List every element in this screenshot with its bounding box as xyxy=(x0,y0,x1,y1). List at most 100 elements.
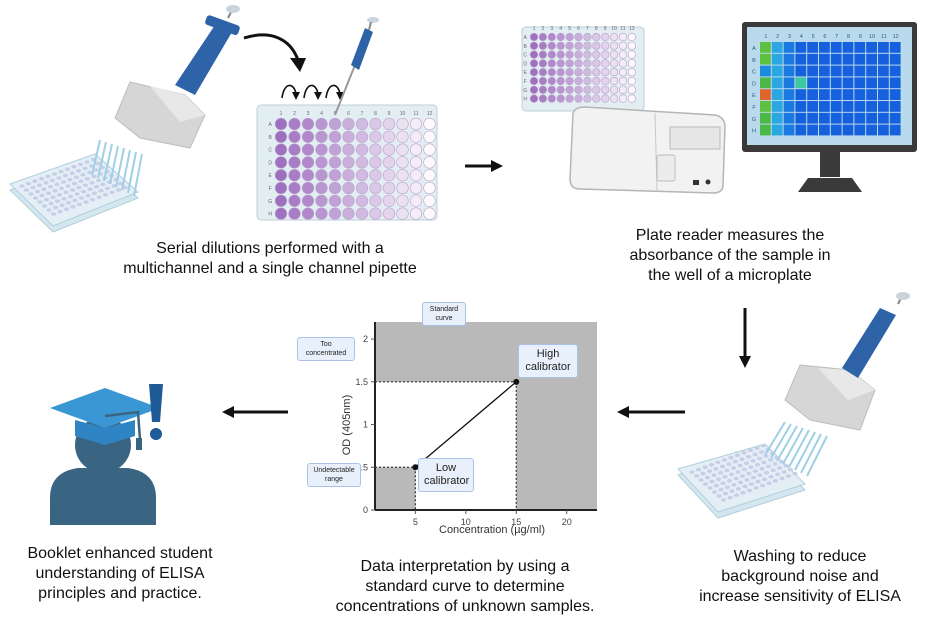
plate-well xyxy=(409,181,423,195)
plate-well xyxy=(592,41,601,50)
plate-well xyxy=(592,59,601,68)
plate-well xyxy=(49,178,56,183)
plate-well xyxy=(601,68,610,77)
plate-well xyxy=(715,477,722,481)
heatmap-cell xyxy=(795,77,807,89)
plate-well xyxy=(91,174,97,179)
plate-well xyxy=(707,486,713,490)
plate-well xyxy=(423,117,436,131)
plate-well xyxy=(708,463,715,467)
heatmap-column-label: 7 xyxy=(835,34,838,40)
plate-well xyxy=(547,32,556,42)
heatmap-column-label: 10 xyxy=(869,34,875,40)
plate-well xyxy=(767,458,774,462)
plate-well xyxy=(722,491,729,496)
plate-well xyxy=(547,59,556,68)
heatmap-cell xyxy=(819,112,830,124)
plate-well xyxy=(574,32,583,42)
heatmap-cell xyxy=(830,42,842,53)
plate-well xyxy=(756,456,763,461)
too-concentrated-label: Too concentrated xyxy=(297,337,355,361)
heatmap-cell xyxy=(830,112,842,124)
plate-well xyxy=(627,68,636,77)
plate-well xyxy=(328,130,342,143)
plate-well xyxy=(89,197,96,202)
heatmap-cell xyxy=(807,65,818,77)
plate-well xyxy=(556,68,565,77)
plate-well xyxy=(58,186,65,191)
plate-well xyxy=(538,41,548,50)
heatmap-cell xyxy=(760,53,771,65)
heatmap-row-label: F xyxy=(752,105,756,111)
plate-well xyxy=(25,181,32,186)
plate-well xyxy=(80,173,86,177)
high-calibrator-label: High calibrator xyxy=(518,344,578,378)
plate-well xyxy=(739,457,745,461)
plate-well xyxy=(423,130,436,143)
heatmap-cell xyxy=(795,42,807,53)
plate-well xyxy=(618,32,628,42)
plate-well xyxy=(342,143,355,156)
plate-well xyxy=(382,181,396,195)
y-tick-label: 0.5 xyxy=(355,462,368,472)
serial-dilution-caption: Serial dilutions performed with a multic… xyxy=(90,239,450,279)
plate-column-label: 4 xyxy=(320,111,323,117)
plate-well xyxy=(713,467,719,471)
heatmap-cell xyxy=(771,101,783,112)
plate-well xyxy=(583,68,592,77)
heatmap-cell xyxy=(807,112,818,124)
heatmap-cell xyxy=(783,42,795,53)
plate-column-label: 1 xyxy=(533,26,536,32)
plate-well xyxy=(274,194,288,207)
plate-well xyxy=(288,169,301,182)
x-tick-label: 20 xyxy=(562,517,572,527)
heatmap-cell xyxy=(771,77,783,89)
y-tick-label: 1 xyxy=(363,420,368,430)
plate-row-label: C xyxy=(268,148,272,154)
plate-well xyxy=(547,68,556,77)
plate-well xyxy=(770,468,776,473)
heatmap-column-label: 3 xyxy=(788,34,791,40)
plate-well xyxy=(700,471,706,476)
heatmap-cell xyxy=(795,89,807,100)
plate-well xyxy=(409,130,423,143)
plate-well xyxy=(72,198,78,203)
plate-well xyxy=(78,179,84,183)
plate-well xyxy=(529,41,539,50)
plate-well xyxy=(609,68,619,77)
plate-well xyxy=(409,143,423,156)
heatmap-cell xyxy=(819,77,830,89)
heatmap-cell xyxy=(878,65,889,77)
plate-well xyxy=(60,180,67,184)
plate-well xyxy=(355,143,369,156)
heatmap-cell xyxy=(760,65,771,77)
plate-well xyxy=(274,143,288,156)
plate-well xyxy=(59,203,65,207)
heatmap-cell xyxy=(760,89,771,100)
plate-well xyxy=(565,50,574,59)
plate-well xyxy=(618,68,628,77)
plate-well xyxy=(737,463,743,468)
heatmap-cell xyxy=(854,77,866,89)
plate-well xyxy=(601,94,610,103)
heatmap-cell xyxy=(889,53,901,65)
heatmap-cell xyxy=(783,77,795,89)
heatmap-cell xyxy=(795,53,807,65)
heatmap-cell xyxy=(795,65,807,77)
plate-row-label: F xyxy=(524,79,527,85)
calibrator-point xyxy=(513,378,520,385)
heatmap-cell xyxy=(760,42,771,53)
heatmap-cell xyxy=(866,124,877,136)
plate-well xyxy=(23,188,30,192)
plate-well xyxy=(601,59,610,68)
heatmap-cell xyxy=(889,42,901,53)
plate-well xyxy=(50,195,56,199)
plate-well xyxy=(83,200,89,204)
plate-well xyxy=(565,85,574,94)
plate-well xyxy=(342,181,355,195)
plate-well xyxy=(75,169,82,173)
plate-well xyxy=(45,191,52,195)
plate-column-label: 9 xyxy=(604,26,607,32)
plate-well xyxy=(556,59,565,68)
plate-well xyxy=(583,50,592,59)
